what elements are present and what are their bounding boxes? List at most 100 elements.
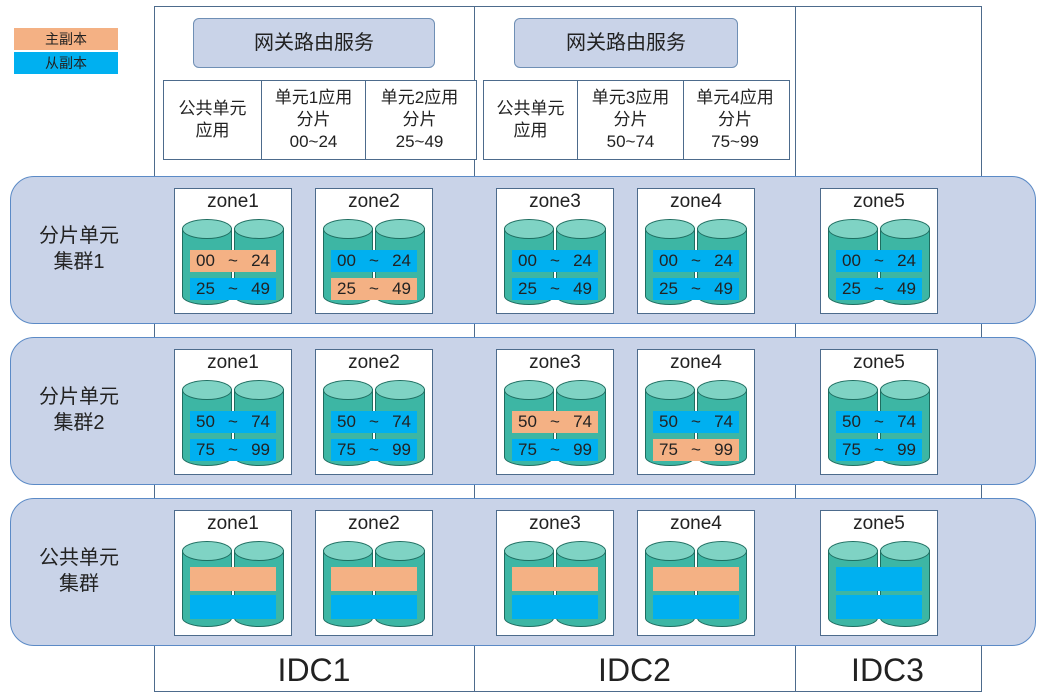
secondary-replica-bar: 75~99 <box>190 439 276 461</box>
primary-replica-bar: 50 ~74 <box>512 411 598 433</box>
range-to: 24 <box>897 251 916 270</box>
range-sep: ~ <box>550 279 560 298</box>
range-to: 99 <box>251 440 270 459</box>
idc2-app-unit4-line1: 单元4应用 <box>696 88 774 107</box>
secondary-replica-bar: 50~74 <box>836 411 922 433</box>
range-from: 50 <box>196 412 215 431</box>
zone-title: zone4 <box>670 352 722 373</box>
range-sep: ~ <box>874 279 884 298</box>
idc1-app-unit2-line1: 单元2应用 <box>380 88 459 107</box>
range-sep: ~ <box>874 412 884 431</box>
range-from: 00 <box>518 251 537 270</box>
idc2-app-unit3: 单元3应用 分片 50~74 <box>578 81 684 159</box>
range-to: 74 <box>251 412 270 431</box>
range-from: 75 <box>659 440 678 459</box>
cluster-2-label: 分片单元 集群2 <box>39 386 119 434</box>
range-from: 00 <box>196 251 215 270</box>
range-from: 75 <box>842 440 861 459</box>
range-to: 49 <box>392 279 411 298</box>
range-from: 00 <box>337 251 356 270</box>
range-to: 49 <box>714 279 733 298</box>
range-sep: ~ <box>691 412 701 431</box>
idc2-app-public-line1: 公共单元 <box>496 99 565 118</box>
idc2-app-public-line2: 应用 <box>513 121 548 140</box>
zone-title: zone5 <box>853 191 905 212</box>
idc1-label: IDC1 <box>277 652 351 688</box>
cluster-public-label: 公共单元 集群 <box>39 547 119 595</box>
idc1-app-public-line2: 应用 <box>195 121 230 140</box>
cluster-1-label: 分片单元 集群1 <box>39 225 119 273</box>
range-from: 50 <box>518 412 537 431</box>
primary-replica-bar: 25 ~49 <box>331 278 417 300</box>
secondary-replica-bar <box>836 595 922 619</box>
range-from: 25 <box>196 279 215 298</box>
range-to: 49 <box>251 279 270 298</box>
secondary-replica-bar: 00~24 <box>512 250 598 272</box>
idc1-app-unit1-line2: 分片 <box>296 110 331 129</box>
range-to: 24 <box>392 251 411 270</box>
idc2-app-table: 公共单元 应用 单元3应用 分片 50~74 单元4应用 分片 75~99 <box>483 80 790 160</box>
range-to: 49 <box>573 279 592 298</box>
range-from: 00 <box>659 251 678 270</box>
range-from: 50 <box>659 412 678 431</box>
idc2-app-unit4-line3: 75~99 <box>711 132 759 151</box>
idc2-app-public: 公共单元 应用 <box>484 81 578 159</box>
range-from: 25 <box>337 279 356 298</box>
secondary-replica-bar: 00 ~24 <box>836 250 922 272</box>
idc1-app-unit1: 单元1应用 分片 00~24 <box>262 81 366 159</box>
range-from: 00 <box>842 251 861 270</box>
zone-title: zone5 <box>853 513 905 534</box>
zone-title: zone3 <box>529 352 581 373</box>
cluster-3-zone3: zone3 <box>496 510 614 636</box>
cluster-1-zone2: zone2 00~24 25 ~49 <box>315 188 433 314</box>
cluster-3-zone1: zone1 <box>174 510 292 636</box>
range-from: 75 <box>337 440 356 459</box>
range-sep: ~ <box>228 412 238 431</box>
secondary-replica-bar: 25 ~49 <box>653 278 739 300</box>
secondary-replica-bar <box>512 595 598 619</box>
zone-title: zone2 <box>348 191 400 212</box>
range-to: 74 <box>573 412 592 431</box>
zone-title: zone4 <box>670 191 722 212</box>
idc2-app-unit4: 单元4应用 分片 75~99 <box>684 81 786 159</box>
range-sep: ~ <box>550 440 560 459</box>
range-to: 74 <box>897 412 916 431</box>
primary-replica-bar <box>512 567 598 591</box>
secondary-replica-bar: 75~99 <box>512 439 598 461</box>
range-from: 75 <box>518 440 537 459</box>
idc1-gateway-service: 网关路由服务 <box>193 18 435 68</box>
range-from: 25 <box>659 279 678 298</box>
range-sep: ~ <box>691 440 701 459</box>
range-to: 24 <box>251 251 270 270</box>
range-sep: ~ <box>550 412 560 431</box>
primary-replica-bar: 00~24 <box>190 250 276 272</box>
idc2-gateway-service: 网关路由服务 <box>514 18 738 68</box>
range-to: 99 <box>714 440 733 459</box>
range-from: 25 <box>518 279 537 298</box>
secondary-replica-bar: 25~49 <box>836 278 922 300</box>
secondary-replica-bar: 75~99 <box>331 439 417 461</box>
range-sep: ~ <box>874 251 884 270</box>
primary-replica-bar <box>190 567 276 591</box>
secondary-replica-bar: 75~99 <box>836 439 922 461</box>
zone-title: zone4 <box>670 513 722 534</box>
range-from: 25 <box>842 279 861 298</box>
secondary-replica-bar: 50~74 <box>653 411 739 433</box>
range-sep: ~ <box>874 440 884 459</box>
idc1-app-unit2-line2: 分片 <box>402 110 437 129</box>
idc1-app-unit1-line1: 单元1应用 <box>274 88 353 107</box>
idc1-app-unit1-line3: 00~24 <box>289 132 338 151</box>
secondary-replica-bar: 00~24 <box>331 250 417 272</box>
zone-title: zone1 <box>207 352 259 373</box>
range-sep: ~ <box>369 279 379 298</box>
range-from: 75 <box>196 440 215 459</box>
zone-title: zone2 <box>348 513 400 534</box>
idc2-app-unit3-line1: 单元3应用 <box>591 88 670 107</box>
range-sep: ~ <box>691 279 701 298</box>
zone-title: zone3 <box>529 191 581 212</box>
range-sep: ~ <box>228 279 238 298</box>
